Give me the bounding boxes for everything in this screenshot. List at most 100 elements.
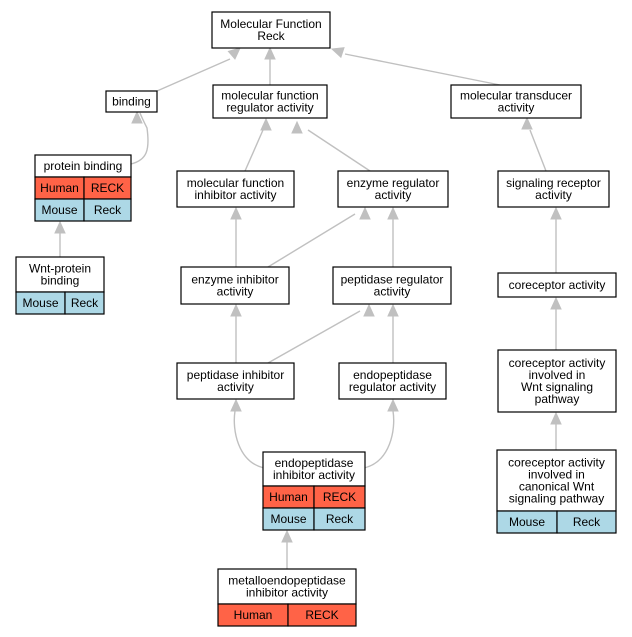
gene-symbol[interactable]: RECK xyxy=(91,181,124,195)
arrowhead-pia-to-pra xyxy=(363,303,375,317)
edge-pb-to-binding xyxy=(130,112,149,165)
edge-binding-to-mf xyxy=(156,58,231,92)
term-label-line: activity xyxy=(217,285,254,299)
term-box xyxy=(497,349,617,413)
gene-symbol[interactable]: Reck xyxy=(326,512,354,526)
term-label-line: Molecular Function xyxy=(220,17,321,31)
species-label: Mouse xyxy=(22,296,58,310)
term-label-line: binding xyxy=(112,95,151,109)
arrowhead-era-to-mfra xyxy=(291,120,303,134)
term-label-line: enzyme regulator xyxy=(347,176,440,190)
term-box xyxy=(211,11,331,49)
gene-symbol[interactable]: RECK xyxy=(323,490,356,504)
species-label: Human xyxy=(40,181,79,195)
term-label-line: endopeptidase xyxy=(353,368,432,382)
arrowhead-mfra-to-mf xyxy=(264,46,276,60)
arrowhead-caicw-to-caiw xyxy=(550,411,562,425)
term-box xyxy=(338,362,447,400)
go-term-ca[interactable]: coreceptor activity xyxy=(497,272,617,298)
edge-mta-to-mf xyxy=(344,53,501,86)
term-box xyxy=(15,256,105,293)
term-label-line: activity xyxy=(375,188,412,202)
term-label-line: binding xyxy=(41,274,80,288)
species-label: Human xyxy=(234,608,273,622)
term-box xyxy=(212,84,328,119)
term-label-line: inhibitor activity xyxy=(273,468,355,482)
term-label-line: peptidase regulator xyxy=(341,273,444,287)
arrowhead-caiw-to-ca xyxy=(550,296,562,310)
term-label-line: involved in xyxy=(528,468,585,482)
gene-symbol[interactable]: RECK xyxy=(305,608,338,622)
gene-symbol[interactable]: Reck xyxy=(71,296,99,310)
arrowhead-epra-to-pra xyxy=(387,303,399,317)
edges-layer xyxy=(54,46,562,569)
term-label-line: activity xyxy=(498,101,535,115)
gene-symbol[interactable]: Reck xyxy=(573,515,601,529)
term-label-line: involved in xyxy=(529,368,586,382)
go-term-binding[interactable]: binding xyxy=(105,90,158,113)
arrowhead-epia-to-epra xyxy=(387,398,399,412)
term-box xyxy=(497,272,617,298)
arrowhead-mepia-to-epia xyxy=(281,529,293,543)
species-label: Human xyxy=(269,490,308,504)
term-label-line: Wnt signaling xyxy=(521,380,593,394)
arrowhead-pra-to-era xyxy=(387,206,399,220)
ortholog-row-human: Human RECK xyxy=(262,485,366,509)
term-label-line: peptidase inhibitor xyxy=(187,368,284,382)
edge-epia-to-pia xyxy=(233,410,265,469)
term-box xyxy=(105,90,158,113)
term-label-line: regulator activity xyxy=(226,101,313,115)
gene-symbol[interactable]: Reck xyxy=(94,203,122,217)
edge-sra-to-mta xyxy=(529,129,547,172)
arrowhead-binding-to-mf xyxy=(227,47,241,60)
arrowhead-mfia-to-mfra xyxy=(260,117,272,131)
term-box xyxy=(497,170,610,208)
gene-cell xyxy=(83,198,132,222)
edge-era-to-mfra xyxy=(307,129,371,172)
species-label: Mouse xyxy=(509,515,545,529)
term-label-line: activity xyxy=(535,188,572,202)
term-label-line: Reck xyxy=(257,29,285,43)
edge-mfia-to-mfra xyxy=(244,129,264,172)
arrowhead-mta-to-mf xyxy=(330,47,345,59)
arrowhead-sra-to-mta xyxy=(521,116,533,130)
gene-cell xyxy=(556,510,617,534)
arrowhead-eia-to-era xyxy=(359,206,371,220)
gene-cell xyxy=(287,603,357,627)
term-label-line: inhibitor activity xyxy=(194,188,276,202)
gene-cell xyxy=(313,507,366,531)
edge-epia-to-epra xyxy=(363,410,395,469)
edge-pia-to-pra xyxy=(267,310,361,364)
term-label-line: molecular function xyxy=(221,89,318,103)
term-label-line: molecular function xyxy=(187,176,284,190)
arrowhead-wpb-to-pb xyxy=(54,220,66,234)
term-box xyxy=(450,84,582,119)
term-box xyxy=(176,362,295,400)
term-label-line: activity xyxy=(217,380,254,394)
arrowhead-pb-to-binding xyxy=(131,110,143,124)
arrowhead-pia-to-eia xyxy=(230,303,242,317)
term-label-line: enzyme inhibitor xyxy=(191,273,278,287)
ortholog-row-mouse: Mouse Reck xyxy=(15,291,105,315)
ortholog-row-mouse: Mouse Reck xyxy=(496,510,617,534)
term-label-line: coreceptor activity xyxy=(509,278,606,292)
